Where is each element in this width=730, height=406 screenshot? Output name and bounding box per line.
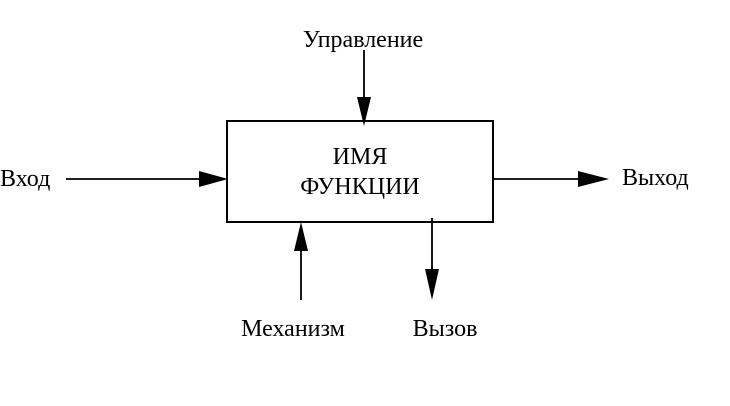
function-name: ИМЯ ФУНКЦИИ — [300, 142, 419, 202]
input-arrow — [66, 171, 228, 187]
function-name-line-2: ФУНКЦИИ — [300, 174, 420, 200]
call-arrow — [425, 218, 439, 300]
control-label: Управление — [302, 27, 424, 53]
mechanism-label: Механизм — [241, 316, 345, 342]
mechanism-arrow — [294, 222, 308, 300]
output-arrow — [493, 171, 609, 187]
output-label: Выход — [622, 165, 689, 191]
function-name-line-1: ИМЯ — [332, 144, 388, 170]
call-label: Вызов — [412, 316, 478, 342]
control-arrow — [357, 50, 371, 126]
function-box — [226, 120, 494, 223]
input-label: Вход — [0, 166, 51, 192]
